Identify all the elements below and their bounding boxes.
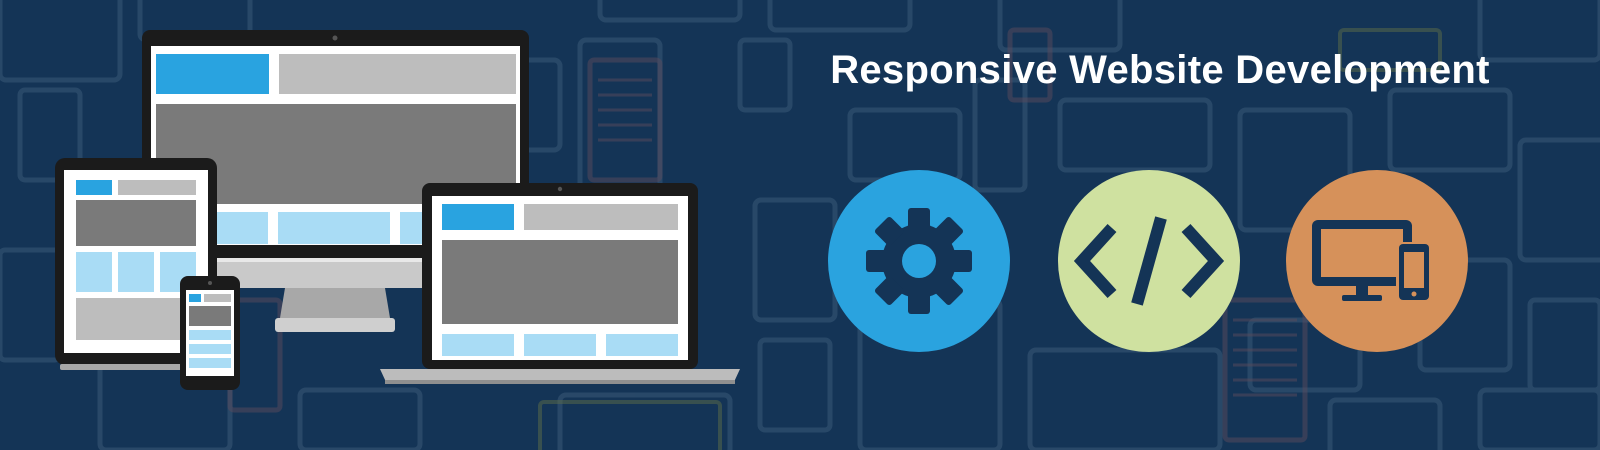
smartphone xyxy=(180,276,240,390)
devices-illustration xyxy=(55,30,740,390)
settings-circle xyxy=(828,170,1010,352)
code-circle xyxy=(1058,170,1240,352)
banner-title: Responsive Website Development xyxy=(830,48,1490,92)
tablet xyxy=(55,158,217,370)
desktop-mobile-icon xyxy=(1312,220,1432,302)
code-icon xyxy=(1073,216,1225,306)
laptop xyxy=(380,183,740,384)
responsive-devices-circle xyxy=(1286,170,1468,352)
gear-icon xyxy=(866,208,972,314)
